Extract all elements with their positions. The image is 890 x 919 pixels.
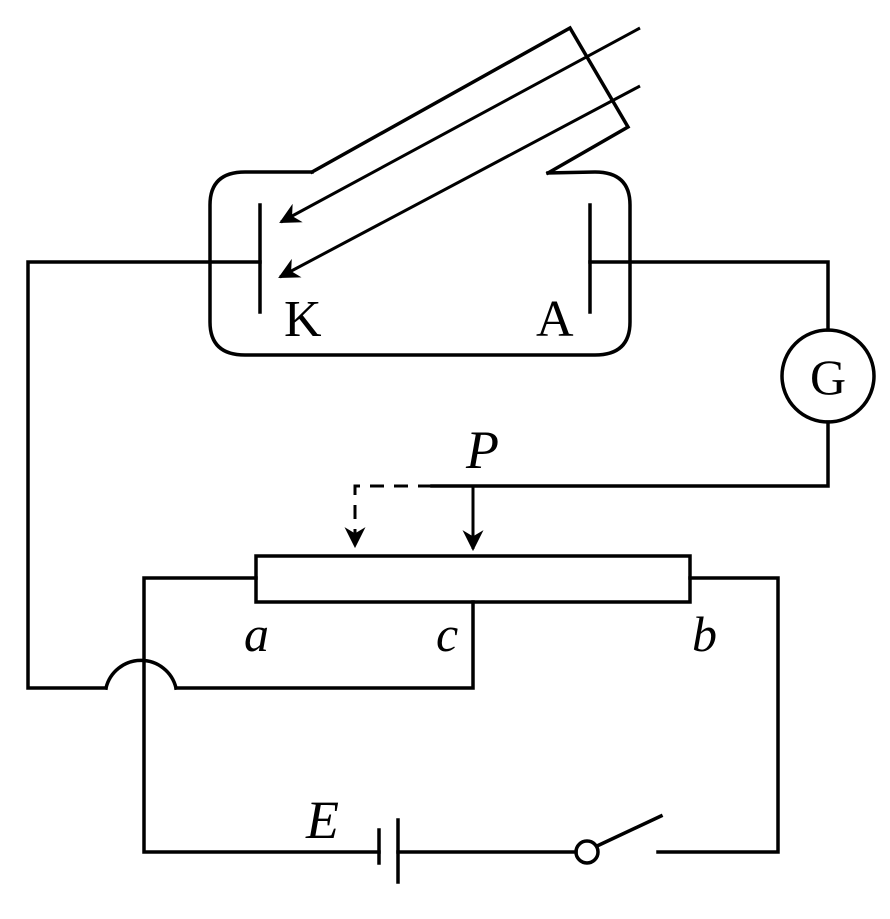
cathode-label: K xyxy=(284,291,322,348)
rheostat-label-b: b xyxy=(692,606,717,662)
battery: E xyxy=(305,790,400,884)
slider-alt-position-dashed xyxy=(344,484,432,549)
cathode-wire xyxy=(26,260,475,691)
galvanometer: G xyxy=(780,328,876,424)
light-ray-2 xyxy=(278,84,641,279)
slider-label: P xyxy=(465,420,499,480)
slider-contact: P xyxy=(344,420,499,552)
battery-label: E xyxy=(305,790,339,850)
light-window xyxy=(309,25,631,176)
wire-crossover-hop xyxy=(103,658,179,691)
light-ray-1 xyxy=(279,26,641,224)
rheostat-label-c: c xyxy=(436,606,458,662)
photoelectric-tube: K A xyxy=(208,170,632,357)
switch xyxy=(574,813,664,865)
galvanometer-label: G xyxy=(810,349,846,405)
anode-label: A xyxy=(536,291,574,348)
anode-wire xyxy=(430,260,830,488)
light-rays xyxy=(278,26,641,279)
rheostat: a c b xyxy=(244,554,717,662)
switch-lever xyxy=(594,813,664,849)
battery-loop xyxy=(142,576,780,854)
rheostat-label-a: a xyxy=(244,606,269,662)
